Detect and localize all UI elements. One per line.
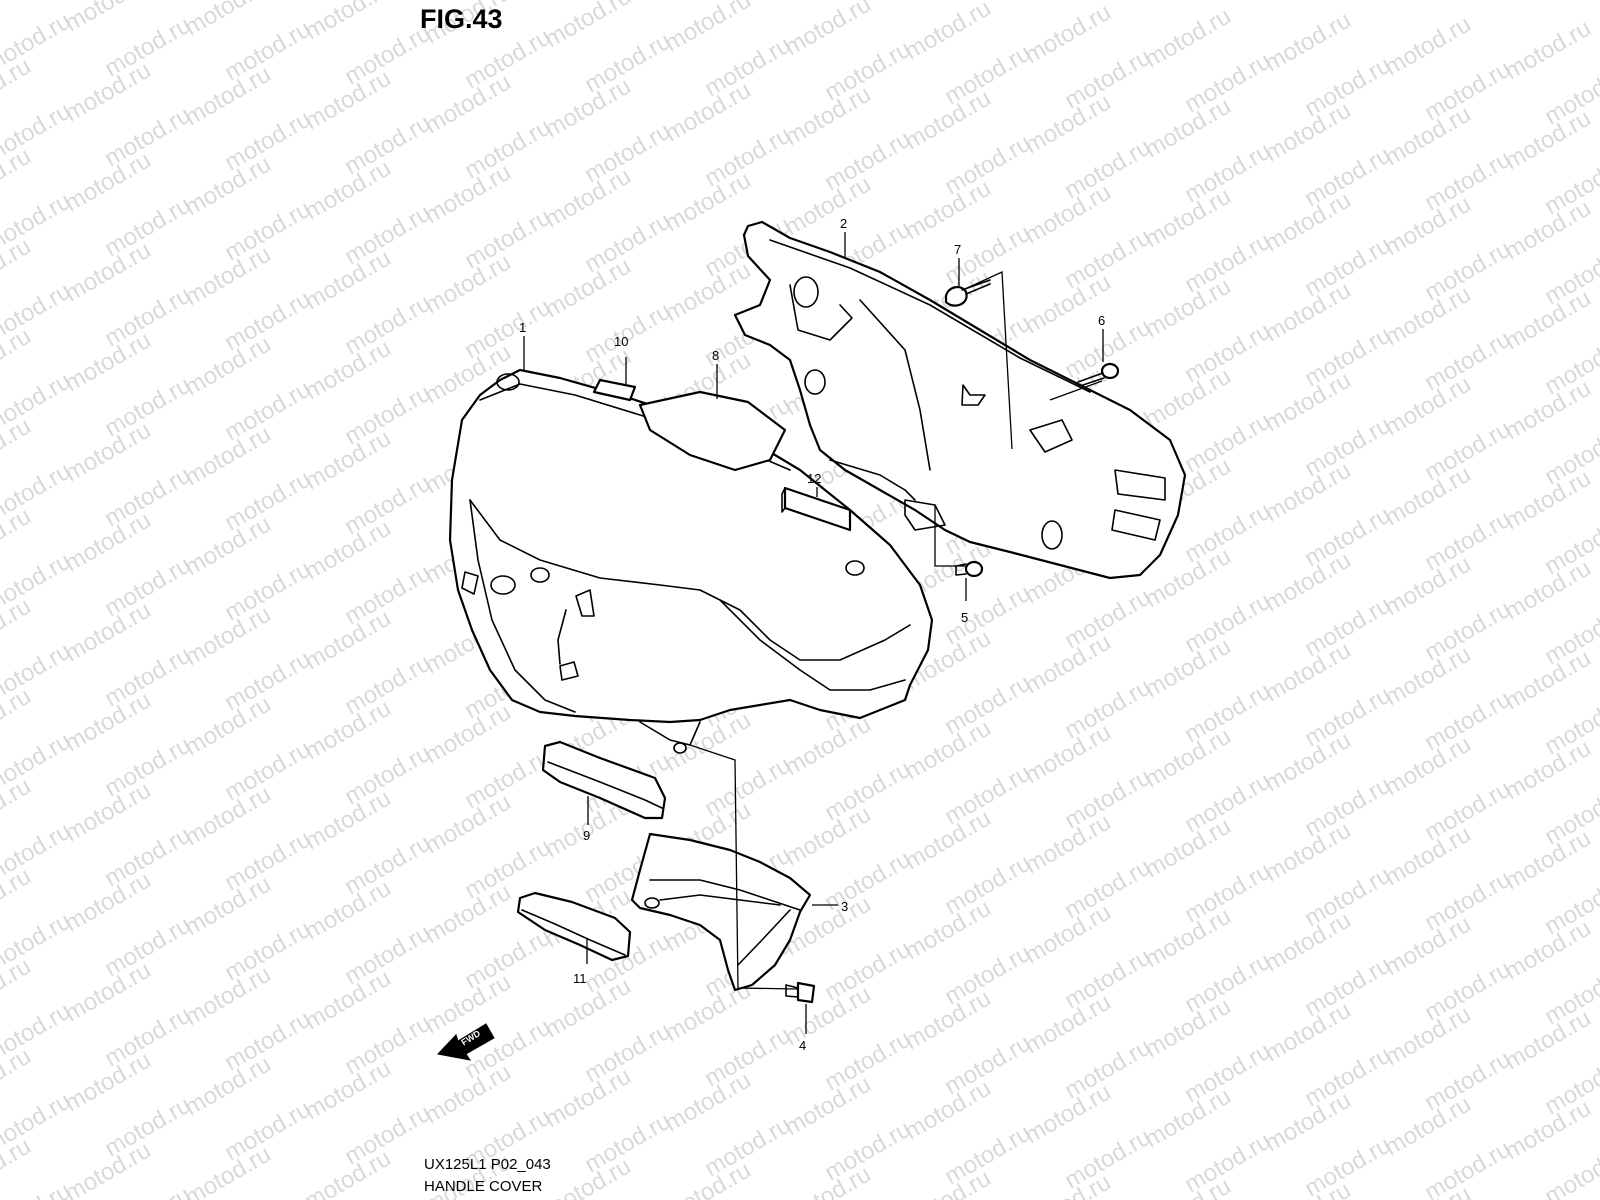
part-1-front-cover: [448, 368, 934, 754]
part-10-label: [592, 378, 637, 402]
part-5-clip: [955, 560, 984, 578]
callout-6: 6: [1098, 313, 1105, 328]
callout-9: 9: [583, 828, 590, 843]
callout-7: 7: [954, 242, 961, 257]
part-12-strip: [783, 486, 852, 532]
callout-2: 2: [840, 216, 847, 231]
figure-name: HANDLE COVER: [424, 1178, 543, 1195]
callout-8: 8: [712, 348, 719, 363]
leader-lines: [523, 232, 1104, 1034]
part-11-grip: [516, 891, 632, 962]
model-code: UX125L1 P02_043: [424, 1156, 551, 1173]
callout-12: 12: [807, 471, 821, 486]
callout-10: 10: [614, 334, 628, 349]
part-9-trim: [541, 740, 667, 820]
callout-5: 5: [961, 610, 968, 625]
callout-11: 11: [573, 971, 587, 986]
callout-labels: 1 2 3 4 5 6 7 8 9 10 11 12: [519, 216, 1105, 1053]
part-2-rear-cover: [733, 220, 1187, 580]
figure-title: FIG.43: [420, 4, 503, 34]
part-7-screw: [944, 279, 991, 307]
part-4-clip: [785, 981, 816, 1004]
part-3-inner-panel: [630, 832, 812, 992]
callout-1: 1: [519, 320, 526, 335]
fwd-arrow-icon: FWD: [437, 1023, 495, 1061]
part-8-lens: [638, 390, 787, 472]
callout-4: 4: [799, 1038, 806, 1053]
part-6-screw: [1077, 362, 1120, 387]
callout-3: 3: [841, 899, 848, 914]
